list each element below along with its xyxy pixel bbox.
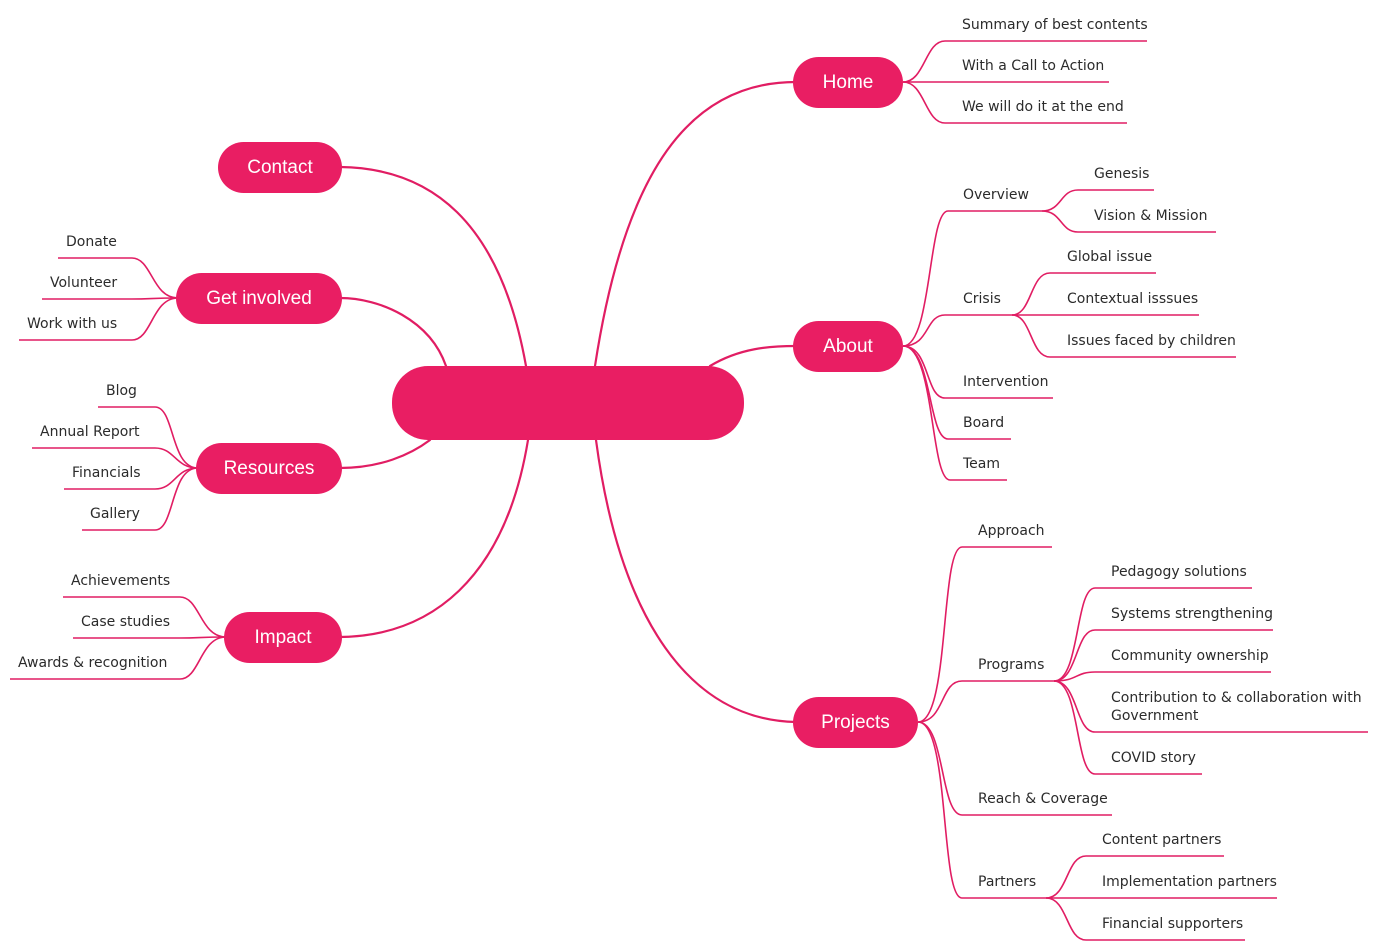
resources-connectors: [32, 406, 199, 531]
program-item[interactable]: COVID story: [1111, 750, 1196, 766]
crisis-item[interactable]: Contextual isssues: [1067, 291, 1199, 307]
edge-root-about: [708, 344, 798, 368]
about-item[interactable]: Intervention: [963, 374, 1049, 390]
home-item[interactable]: We will do it at the end: [962, 99, 1124, 115]
node-impact[interactable]: Impact: [224, 612, 342, 663]
partner-item[interactable]: Financial supporters: [1102, 916, 1244, 932]
resources-item[interactable]: Gallery: [90, 506, 140, 522]
impact-connectors: [10, 596, 227, 680]
partner-item[interactable]: Content partners: [1102, 832, 1222, 848]
node-about[interactable]: About: [793, 321, 903, 372]
about-item[interactable]: Team: [963, 456, 1001, 472]
node-home[interactable]: Home: [793, 57, 903, 108]
partner-item[interactable]: Implementation partners: [1102, 874, 1277, 890]
node-get-involved[interactable]: Get involved: [176, 273, 342, 324]
home-connectors: [902, 40, 1147, 124]
overview-item[interactable]: Vision & Mission: [1094, 208, 1208, 224]
program-item[interactable]: Systems strengthening: [1111, 606, 1274, 622]
about-connectors: [902, 189, 1236, 481]
node-resources[interactable]: Resources: [196, 443, 342, 494]
impact-item[interactable]: Case studies: [81, 614, 171, 630]
home-item[interactable]: With a Call to Action: [962, 58, 1105, 74]
program-item[interactable]: Contribution to & collaboration with Gov…: [1111, 690, 1362, 724]
about-item[interactable]: Board: [963, 415, 1005, 431]
home-item[interactable]: Summary of best contents: [962, 17, 1148, 33]
projects-approach[interactable]: Approach: [978, 523, 1045, 539]
impact-item[interactable]: Awards & recognition: [18, 655, 168, 671]
get-involved-item[interactable]: Volunteer: [50, 275, 118, 291]
root-node: [392, 366, 744, 440]
get-involved-item[interactable]: Donate: [66, 234, 117, 250]
edge-root-get-involved: [338, 296, 448, 368]
resources-item[interactable]: Blog: [106, 383, 137, 399]
about-overview[interactable]: Overview: [963, 187, 1029, 203]
edge-root-projects: [594, 438, 798, 724]
projects-reach[interactable]: Reach & Coverage: [978, 791, 1108, 807]
edge-root-contact: [338, 165, 528, 368]
node-contact[interactable]: Contact: [218, 142, 342, 193]
projects-connectors: [917, 546, 1368, 941]
program-item[interactable]: Pedagogy solutions: [1111, 564, 1247, 580]
resources-item[interactable]: Annual Report: [40, 424, 140, 440]
resources-item[interactable]: Financials: [72, 465, 141, 481]
node-projects[interactable]: Projects: [793, 697, 918, 748]
crisis-item[interactable]: Issues faced by children: [1067, 333, 1236, 349]
edge-root-resources: [338, 438, 432, 470]
edge-root-home: [593, 80, 798, 368]
projects-programs[interactable]: Programs: [978, 657, 1045, 673]
crisis-item[interactable]: Global issue: [1067, 249, 1153, 265]
overview-item[interactable]: Genesis: [1094, 166, 1150, 182]
get-involved-item[interactable]: Work with us: [27, 316, 118, 332]
get-involved-connectors: [19, 257, 179, 341]
about-crisis[interactable]: Crisis: [963, 291, 1001, 307]
program-item[interactable]: Community ownership: [1111, 648, 1269, 664]
impact-item[interactable]: Achievements: [71, 573, 171, 589]
projects-partners[interactable]: Partners: [978, 874, 1037, 890]
edge-root-impact: [338, 438, 530, 639]
